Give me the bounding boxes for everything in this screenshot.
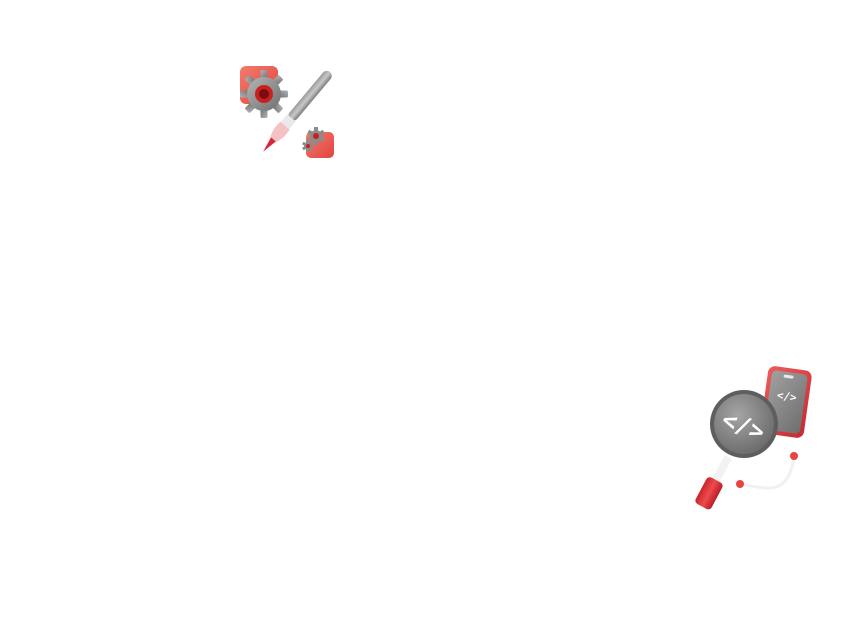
code-search-illustration: </> </>	[686, 362, 822, 518]
paintbrush-gear-icon	[240, 66, 334, 158]
design-tools-illustration	[232, 60, 342, 178]
phone-code-glyph: </>	[776, 389, 798, 405]
magnifier-code-phone-icon: </> </>	[695, 366, 812, 510]
